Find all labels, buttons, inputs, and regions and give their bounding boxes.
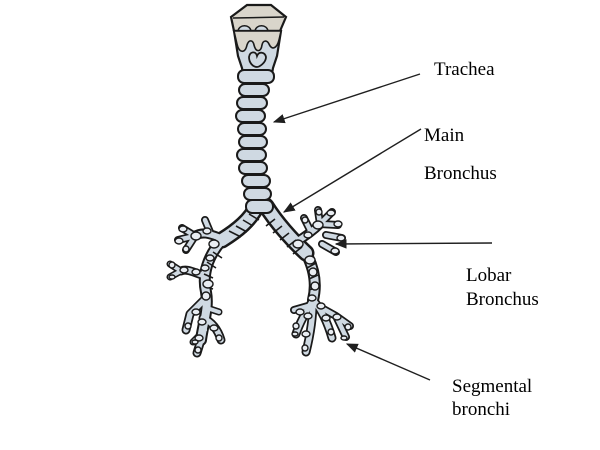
lobar-bronchus-label-line2: Bronchus [466,289,539,310]
trachea-label-line: Trachea [434,59,495,80]
cartilage-plates [168,208,352,354]
annotation-arrows [272,73,493,381]
main-bronchus-stripes [203,213,319,291]
main-bronchus-arrow [282,128,422,213]
trachea-label: Trachea [434,59,495,81]
segmental-bronchi-label-line2: bronchi [452,399,511,420]
segmental-bronchi-arrow [345,343,431,381]
segmental-bronchi-label: Segmental bronchi [452,375,532,421]
larynx [229,3,288,76]
main-bronchus-label: Main Bronchus [424,117,497,193]
trachea-rings [235,69,275,214]
lobar-bronchus-arrow [334,239,493,249]
bronchi-outlines [166,197,354,358]
main-bronchus-label-line2: Bronchus [424,163,497,184]
lobar-bronchus-label: Lobar Bronchus [466,264,539,312]
segmental-bronchi-label-line1: Segmental [452,376,533,397]
lobar-bronchus-label-line1: Lobar [466,265,512,286]
trachea-arrow [272,73,421,124]
main-bronchus-label-line1: Main [424,125,465,146]
